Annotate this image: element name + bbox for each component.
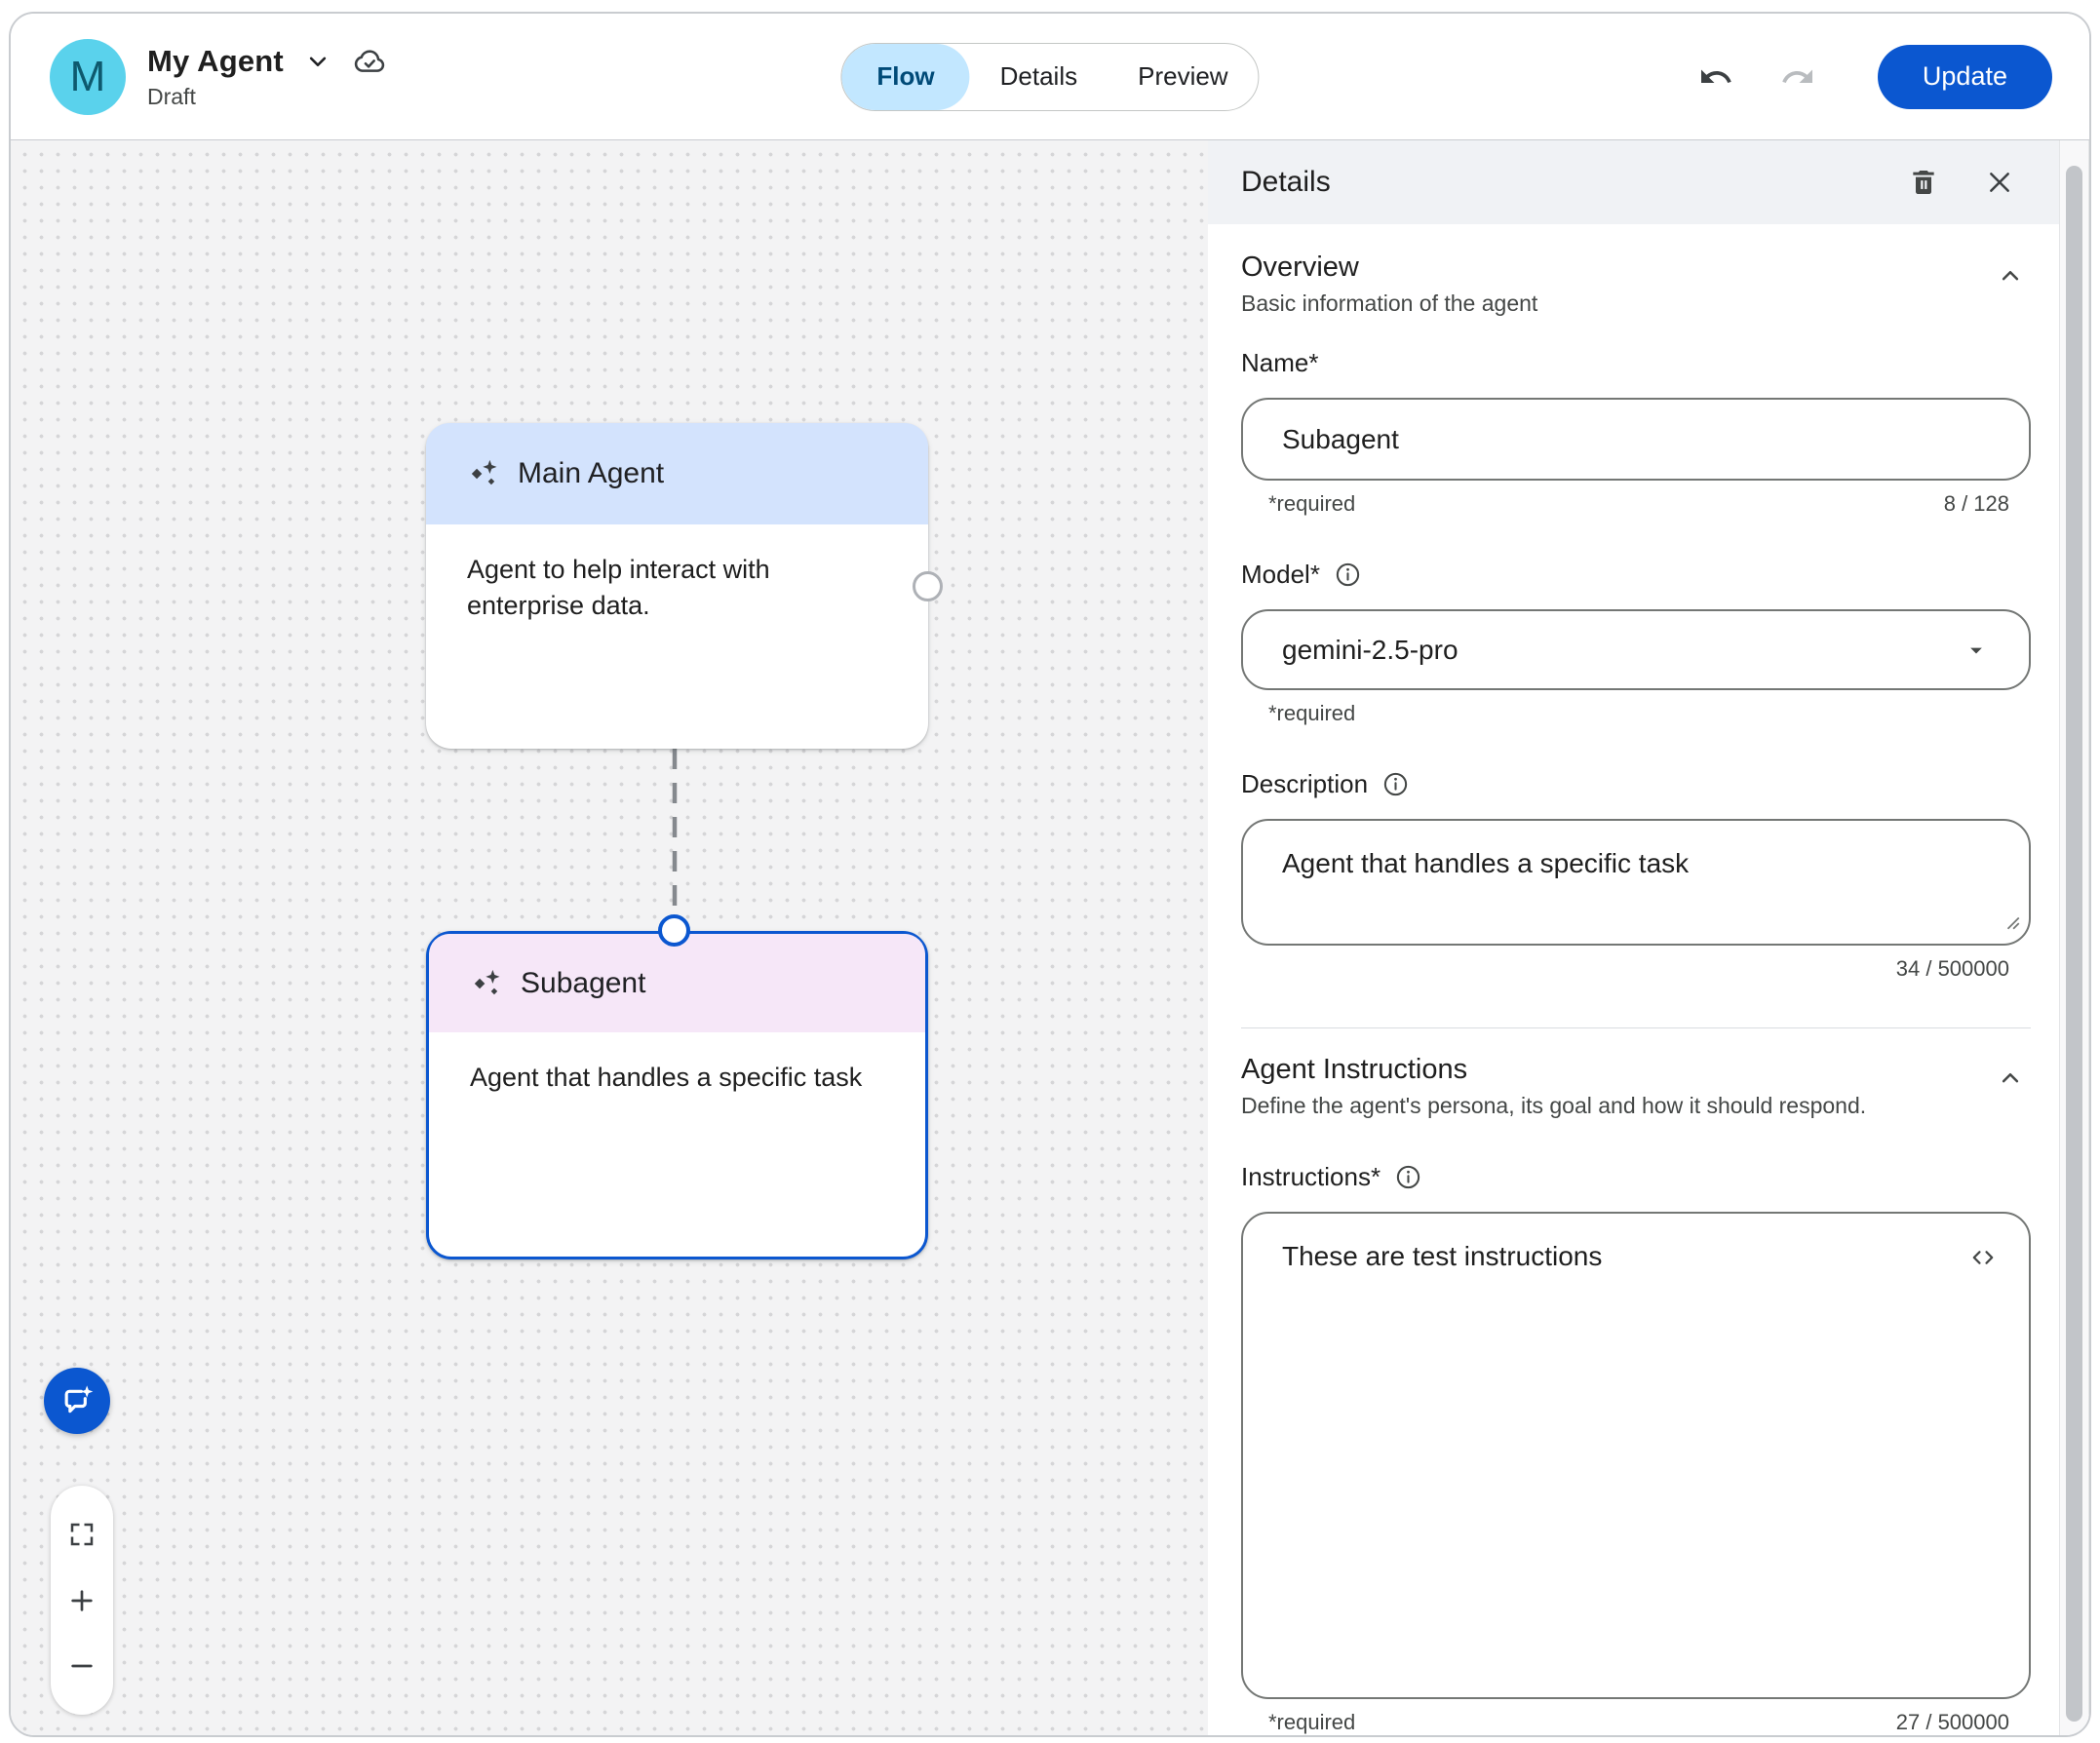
- panel-title: Details: [1241, 166, 1331, 198]
- chat-sparkle-icon: [64, 1385, 94, 1414]
- view-tabs: Flow Details Preview: [840, 42, 1260, 111]
- details-panel-header: Details: [1208, 140, 2089, 224]
- info-icon[interactable]: [1381, 770, 1410, 798]
- overview-section: Overview Basic information of the agent …: [1241, 252, 2031, 982]
- code-icon: [1972, 1251, 1994, 1264]
- node-title: Main Agent: [518, 457, 665, 489]
- overview-subheading: Basic information of the agent: [1241, 290, 1538, 316]
- trash-icon: [1913, 171, 1934, 194]
- undo-icon: [1700, 69, 1731, 83]
- agent-spark-icon: [471, 459, 497, 485]
- instructions-label: Instructions*: [1241, 1162, 1381, 1191]
- node-description: Agent to help interact with enterprise d…: [467, 555, 770, 620]
- fit-view-button[interactable]: [62, 1515, 101, 1554]
- subagent-input-port[interactable]: [658, 914, 690, 947]
- chevron-down-icon[interactable]: [303, 47, 332, 76]
- chevron-up-icon: [2002, 1073, 2019, 1083]
- instructions-textarea[interactable]: These are test instructions: [1241, 1212, 2031, 1699]
- node-title: Subagent: [521, 966, 646, 999]
- undo-button[interactable]: [1698, 59, 1733, 95]
- agent-instructions-heading: Agent Instructions: [1241, 1054, 1468, 1085]
- scrollbar-thumb[interactable]: [2066, 166, 2082, 1722]
- name-value: Subagent: [1282, 423, 1399, 454]
- description-value: Agent that handles a specific task: [1282, 848, 1690, 878]
- app-header: M My Agent Draft Flow Details Preview: [11, 14, 2089, 140]
- flow-canvas[interactable]: Main Agent Agent to help interact with e…: [11, 140, 1208, 1735]
- plus-icon: [71, 1589, 93, 1611]
- tab-preview[interactable]: Preview: [1138, 61, 1228, 91]
- agent-edge: [672, 749, 678, 918]
- node-description: Agent that handles a specific task: [470, 1063, 863, 1092]
- description-char-counter: 34 / 500000: [1895, 956, 2009, 981]
- redo-icon: [1782, 69, 1812, 83]
- agent-spark-icon: [474, 969, 500, 994]
- canvas-zoom-controls: [51, 1486, 113, 1715]
- redo-button[interactable]: [1780, 59, 1815, 95]
- agent-title: My Agent: [147, 43, 284, 78]
- overview-heading: Overview: [1241, 252, 1359, 283]
- tab-details[interactable]: Details: [999, 61, 1078, 91]
- model-select[interactable]: gemini-2.5-pro: [1241, 609, 2031, 690]
- info-icon[interactable]: [1334, 561, 1362, 589]
- info-icon[interactable]: [1394, 1163, 1422, 1191]
- node-main-agent[interactable]: Main Agent Agent to help interact with e…: [426, 423, 928, 749]
- name-required-hint: *required: [1268, 491, 1356, 516]
- main-agent-output-port[interactable]: [913, 571, 943, 601]
- agent-instructions-collapse-button[interactable]: [1996, 1064, 2025, 1093]
- description-textarea[interactable]: Agent that handles a specific task: [1241, 819, 2031, 946]
- details-panel-body: Overview Basic information of the agent …: [1208, 224, 2089, 1735]
- node-subagent-header: Subagent: [429, 934, 925, 1032]
- model-label: Model*: [1241, 560, 1320, 589]
- close-icon: [1990, 173, 2009, 192]
- appbar-actions: Update: [1698, 44, 2052, 109]
- cloud-done-icon: [352, 44, 387, 79]
- agent-instructions-section: Agent Instructions Define the agent's pe…: [1241, 1054, 2031, 1735]
- name-char-counter: 8 / 128: [1943, 491, 2009, 516]
- zoom-out-button[interactable]: [62, 1646, 101, 1685]
- model-value: gemini-2.5-pro: [1282, 634, 1458, 665]
- name-label: Name*: [1241, 348, 1319, 377]
- agent-title-block: My Agent Draft: [147, 44, 387, 110]
- fullscreen-icon: [70, 1523, 94, 1546]
- details-panel: Details: [1208, 140, 2089, 1735]
- code-view-toggle[interactable]: [1966, 1241, 2000, 1281]
- node-main-agent-header: Main Agent: [426, 423, 928, 524]
- close-panel-button[interactable]: [1984, 167, 2015, 198]
- agent-instructions-subheading: Define the agent's persona, its goal and…: [1241, 1093, 1867, 1118]
- resize-handle[interactable]: [2005, 906, 2020, 937]
- chat-sparkle-button[interactable]: [44, 1368, 110, 1434]
- chevron-up-icon: [2002, 271, 2019, 281]
- dropdown-caret-icon: [1963, 637, 1990, 664]
- name-input[interactable]: Subagent: [1241, 398, 2031, 481]
- avatar: M: [50, 38, 126, 115]
- update-button[interactable]: Update: [1877, 44, 2052, 109]
- model-required-hint: *required: [1268, 701, 1356, 725]
- instructions-required-hint: *required: [1268, 1710, 1356, 1734]
- status-label: Draft: [147, 83, 196, 109]
- zoom-in-button[interactable]: [62, 1581, 101, 1620]
- minus-icon: [71, 1664, 93, 1668]
- instructions-value: These are test instructions: [1282, 1241, 1603, 1271]
- node-subagent[interactable]: Subagent Agent that handles a specific t…: [426, 931, 928, 1259]
- panel-scrollbar[interactable]: [2059, 140, 2089, 1735]
- delete-node-button[interactable]: [1908, 167, 1939, 198]
- overview-collapse-button[interactable]: [1996, 261, 2025, 290]
- section-divider: [1241, 1027, 2031, 1028]
- tab-flow[interactable]: Flow: [841, 43, 970, 110]
- instructions-char-counter: 27 / 500000: [1895, 1710, 2009, 1734]
- app-window: M My Agent Draft Flow Details Preview: [9, 12, 2091, 1737]
- description-label: Description: [1241, 769, 1369, 798]
